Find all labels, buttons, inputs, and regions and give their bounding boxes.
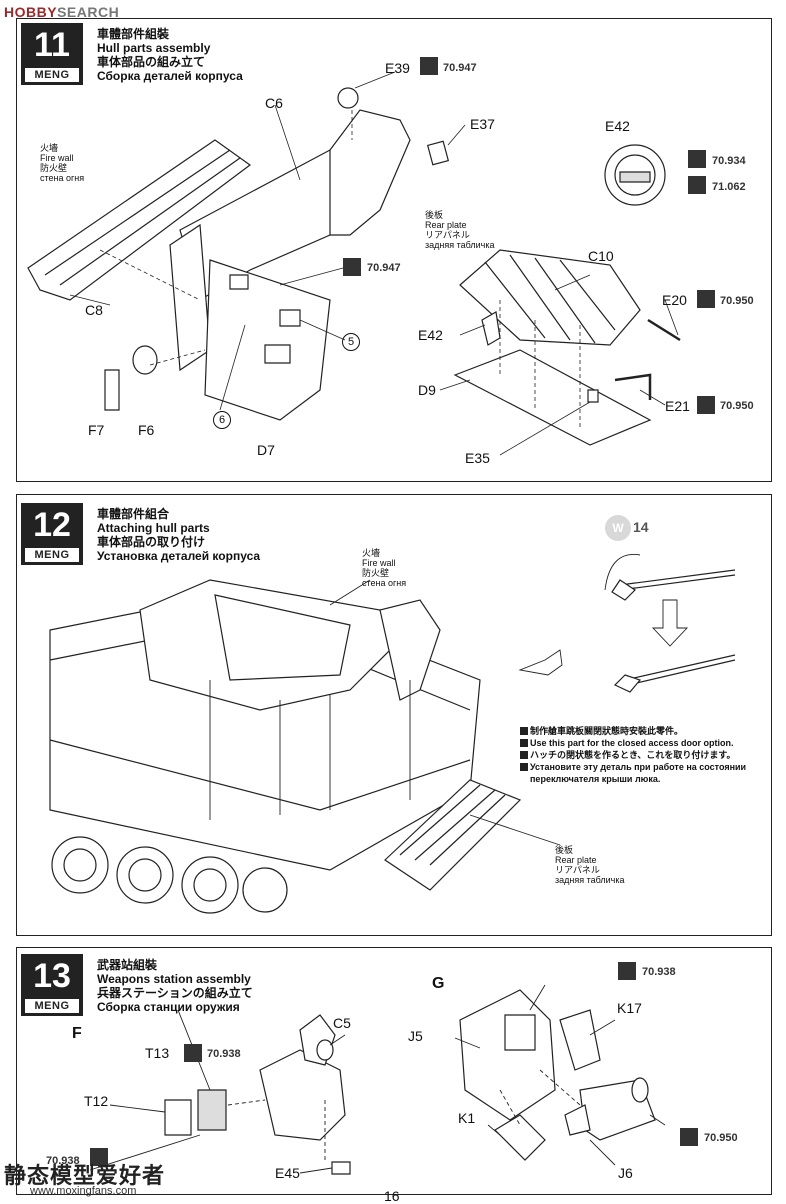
step-titles: 武器站組裝 Weapons station assembly 兵器ステーションの… [97,958,253,1014]
title-ru: Установка деталей корпуса [97,549,261,563]
paint-code: 70.947 [367,262,401,274]
title-en: Attaching hull parts [97,521,210,535]
option-note: 制作艙車跳板關閉狀態時安裝此零件。 Use this part for the … [520,725,746,785]
step-badge: 11 MENG [21,23,83,85]
step-titles: 車體部件組合 Attaching hull parts 車体部品の取り付け Ус… [97,507,260,563]
note-icon [520,739,528,747]
watermark-bottom: 静态模型爱好者 [4,1163,166,1188]
step-11-diagram [0,0,786,480]
paint-brush-icon [697,396,715,414]
step-number: 12 [33,506,71,544]
part-e37: E37 [470,116,495,132]
rear-plate-label: 後板 Rear plate リアパネル задняя табличка [425,210,495,250]
part-e42-small: E42 [418,327,443,343]
step-badge: 13 MENG [21,954,83,1016]
title-ja: 車体部品の組み立て [97,55,206,69]
part-e21: E21 [665,398,690,414]
w-badge-icon: W [605,515,631,541]
paint-brush-icon [343,258,361,276]
paint-code: 70.950 [704,1132,738,1144]
watermark-top: HOBBYSEARCH [4,4,120,20]
part-c5: C5 [333,1015,351,1031]
paint-brush-icon [420,57,438,75]
step-13-diagram [0,940,786,1200]
paint-code: 71.062 [712,181,746,193]
note-icon [520,763,528,771]
note-icon [520,727,528,735]
step-number: 11 [34,26,70,64]
note-icon [520,751,528,759]
part-e42: E42 [605,118,630,134]
step-11-panel: 11 MENG 車體部件組裝 Hull parts assembly 車体部品の… [16,18,772,482]
part-k1: K1 [458,1110,476,1126]
paint-brush-icon [697,290,715,308]
paint-code: 70.938 [207,1048,241,1060]
part-d7: D7 [257,442,275,458]
callout-5: 5 [342,333,360,351]
part-t12: T12 [84,1093,109,1109]
title-zh: 車體部件組裝 [97,27,170,41]
part-c6: C6 [265,95,283,111]
part-j5: J5 [408,1028,423,1044]
callout-6: 6 [213,411,231,429]
brand-logo: MENG [25,548,79,562]
title-en: Hull parts assembly [97,41,211,55]
step-12-diagram [0,480,786,940]
title-ru: Сборка станции оружия [97,1000,240,1014]
paint-brush-icon [688,150,706,168]
part-e45: E45 [275,1165,300,1181]
paint-brush-icon [618,962,636,980]
sub-assembly-g: G [432,975,445,992]
paint-code: 70.950 [720,295,754,307]
title-zh: 車體部件組合 [97,507,170,521]
paint-code: 70.934 [712,155,746,167]
w-badge-number: 14 [633,519,649,535]
part-f6: F6 [138,422,155,438]
paint-brush-icon [184,1044,202,1062]
paint-code: 70.947 [443,62,477,74]
paint-brush-icon [688,176,706,194]
fire-wall-label: 火墻 Fire wall 防火壁 стена огня [362,548,407,588]
part-f7: F7 [88,422,105,438]
watermark-url: www.moxingfans.com [30,1185,137,1197]
fire-wall-label: 火墻 Fire wall 防火壁 стена огня [40,143,85,183]
title-ja: 車体部品の取り付け [97,535,206,549]
paint-brush-icon [90,1148,108,1166]
part-e35: E35 [465,450,490,466]
title-ja: 兵器ステーションの組み立て [97,986,253,1000]
title-en: Weapons station assembly [97,972,251,986]
brand-logo: MENG [25,68,79,82]
part-d9: D9 [418,382,436,398]
rear-plate-label: 後板 Rear plate リアパネル задняя табличка [555,845,625,885]
step-titles: 車體部件組裝 Hull parts assembly 車体部品の組み立て Сбо… [97,27,243,83]
part-e20: E20 [662,292,687,308]
step-13-panel: 13 MENG 武器站組裝 Weapons station assembly 兵… [16,947,772,1195]
part-c10: C10 [588,248,614,264]
brand-logo: MENG [25,999,79,1013]
paint-code: 70.950 [720,400,754,412]
part-c8: C8 [85,302,103,318]
part-e39: E39 [385,60,410,76]
title-ru: Сборка деталей корпуса [97,69,243,83]
sub-assembly-f: F [72,1025,82,1042]
step-number: 13 [33,957,71,995]
paint-code: 70.938 [642,966,676,978]
paint-brush-icon [680,1128,698,1146]
part-j6: J6 [618,1165,633,1181]
part-k17: K17 [617,1000,642,1016]
title-zh: 武器站組裝 [97,958,158,972]
step-badge: 12 MENG [21,503,83,565]
part-t13: T13 [145,1045,170,1061]
paint-code: 70.938 [46,1155,80,1167]
page-number: 16 [384,1188,400,1204]
